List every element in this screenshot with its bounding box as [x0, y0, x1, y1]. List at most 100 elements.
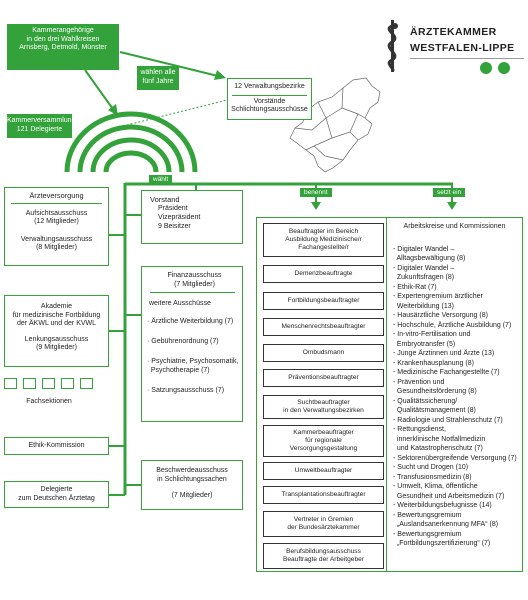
commissioner-line: Beauftragte der Arbeitgeber: [282, 556, 364, 563]
elects-line: wählen alle: [140, 69, 176, 76]
academy-steering: Lenkungsausschuss: [24, 335, 89, 343]
complaints-title: Beschwerdeausschuss: [156, 467, 228, 474]
logo-divider: [410, 58, 524, 59]
members-line: Arnsberg, Detmold, Münster: [19, 44, 107, 52]
working-group-line: - Sektorenübergreifende Versorgung (7): [393, 454, 517, 462]
committee-item: · Psychiatrie, Psychosomatik,: [147, 357, 239, 365]
working-group-line: - Radiologie und Strahlenschutz (7): [393, 416, 503, 424]
tab-establishes: setzt ein: [433, 188, 466, 197]
complaints-title: in Schlichtungssachen: [157, 475, 227, 483]
working-groups-list: - Digitaler Wandel – Alltagsbewältigung …: [393, 245, 522, 549]
assembly-line: Kammerversammlung: [7, 117, 76, 124]
working-group-line: - Digitaler Wandel –: [393, 245, 455, 253]
finance-title: Finanzausschuss: [167, 272, 222, 279]
logo-line2: WESTFALEN-LIPPE: [410, 42, 515, 54]
working-group-line: - Bewertungsgremium: [393, 511, 462, 519]
commissioner-line: Fachangestellte/r: [298, 244, 349, 251]
elects-every-five-years-badge: wählen alle fünf Jahre: [137, 66, 179, 90]
delegates-line: Delegierte: [40, 486, 73, 493]
committee-item: · Satzungsausschuss (7): [147, 386, 225, 394]
section-square: [23, 378, 36, 389]
working-group-line: - Junge Ärztinnen und Ärzte (13): [393, 350, 495, 358]
working-group-line: Zukunftsfragen (8): [393, 274, 455, 282]
commissioner-line: Kammerbeauftragter: [293, 429, 354, 436]
academy-box: Akademie für medizinische Fortbildung de…: [4, 295, 109, 367]
working-group-line: - Hochschule, Ärztliche Ausbildung (7): [393, 321, 512, 329]
academy-steering: (9 Mitglieder): [36, 344, 77, 352]
logo-badge-icon: [498, 62, 510, 74]
tab-elects: wählt: [149, 175, 173, 184]
commissioner-line: in den Verwaltungsbezirken: [283, 407, 364, 414]
working-group-line: Alltagsbewältigung (8): [393, 255, 466, 263]
committees-box: Finanzausschuss (7 Mitglieder) weitere A…: [141, 266, 243, 422]
section-square: [4, 378, 17, 389]
districts-sub: Vorstände: [253, 97, 286, 105]
working-group-line: - Weiterbildungsbefugnisse (14): [393, 502, 492, 510]
assembly-line: 121 Delegierte: [16, 125, 63, 133]
working-group-line: - Qualitätssicherung/: [393, 397, 458, 405]
academy-title: für medizinische Fortbildung: [12, 311, 101, 319]
commissioner-line: Umweltbeauftragter: [294, 467, 353, 474]
delegates-line: zum Deutschen Ärztetag: [18, 494, 95, 502]
commissioner-box: Fortbildungsbeauftragter: [263, 292, 384, 310]
commissioner-line: Vertreter in Gremien: [293, 516, 354, 523]
complaints-box: Beschwerdeausschuss in Schlichtungssache…: [141, 460, 243, 510]
members-box: Kammerangehörige in den drei Wahlkreisen…: [7, 24, 119, 70]
elects-line: fünf Jahre: [142, 77, 174, 85]
commissioner-line: Transplantationsbeauftragter: [281, 491, 366, 498]
working-group-line: - Prävention und: [393, 378, 445, 386]
delegates-box: Delegierte zum Deutschen Ärztetag: [4, 481, 109, 508]
tab-appoints: benennt: [300, 188, 332, 197]
academy-title: der ÄKWL und der KVWL: [16, 320, 97, 328]
committee-item: Psychotherapie (7): [147, 366, 210, 374]
logo: ÄRZTEKAMMER WESTFALEN-LIPPE: [380, 18, 525, 74]
working-group-line: - Ethik-Rat (7): [393, 283, 437, 291]
sections-label: Fachsektionen: [26, 398, 72, 405]
committee-item: · Gebührenordnung (7): [147, 338, 219, 345]
members-line: Kammerangehörige: [32, 27, 94, 34]
logo-badges: [480, 62, 524, 74]
commissioner-line: Beauftragter im Bereich: [288, 228, 359, 235]
aesculapius-emblem-icon: [380, 20, 405, 72]
commissioner-line: Ombudsmann: [302, 349, 345, 356]
committee-item: · Ärztliche Weiterbildung (7): [147, 318, 234, 326]
assembly-box: Kammerversammlung 121 Delegierte: [7, 114, 76, 138]
working-group-line: Embryotransfer (5): [393, 340, 456, 348]
section-square: [42, 378, 55, 389]
commissioner-line: der Bundesärztekammer: [287, 524, 360, 531]
working-group-line: - Rettungsdienst,: [393, 426, 446, 434]
board-line: Präsident: [158, 205, 188, 212]
logo-badge-icon: [480, 62, 492, 74]
working-group-line: Gesundheit und Arbeitsmedizin (7): [393, 492, 505, 500]
board-title: Vorstand: [150, 195, 180, 204]
ethics-label: Ethik-Kommission: [28, 442, 85, 449]
ethics-box: Ethik-Kommission: [4, 437, 109, 455]
pension-supervisory: (12 Mitglieder): [34, 218, 79, 226]
further-committees-label: weitere Ausschüsse: [149, 300, 211, 308]
pension-box: Ärzteversorgung Aufsichtsausschuss (12 M…: [4, 187, 109, 266]
districts-sub: Schlichtungsausschüsse: [231, 106, 308, 114]
commissioner-box: Menschenrechtsbeauftragter: [263, 318, 384, 336]
pension-title: Ärzteversorgung: [29, 191, 84, 200]
pension-divider: [11, 203, 102, 204]
districts-title: 12 Verwaltungsbezirke: [234, 83, 305, 90]
finance-members: (7 Mitglieder): [174, 280, 215, 288]
commissioner-line: Menschenrechtsbeauftragter: [281, 323, 366, 330]
working-group-line: innerklinische Notfallmedizin: [393, 435, 486, 443]
districts-divider: [232, 95, 307, 96]
complaints-members: (7 Mitglieder): [171, 492, 213, 500]
working-group-line: „Auslandsanerkennung MFA“ (8): [393, 521, 499, 529]
board-line: Vizepräsident: [158, 213, 201, 221]
commissioner-line: Präventionsbeauftragter: [288, 374, 359, 381]
academy-title: Akademie: [40, 303, 73, 310]
working-group-line: - Expertengremium ärztlicher: [393, 293, 483, 301]
assembly-arcs: [64, 111, 198, 173]
districts-box: 12 Verwaltungsbezirke Vorstände Schlicht…: [227, 78, 312, 120]
working-group-line: - Sucht und Drogen (10): [393, 464, 469, 472]
working-groups-panel: Arbeitskreise und Kommissionen - Digital…: [386, 217, 523, 572]
